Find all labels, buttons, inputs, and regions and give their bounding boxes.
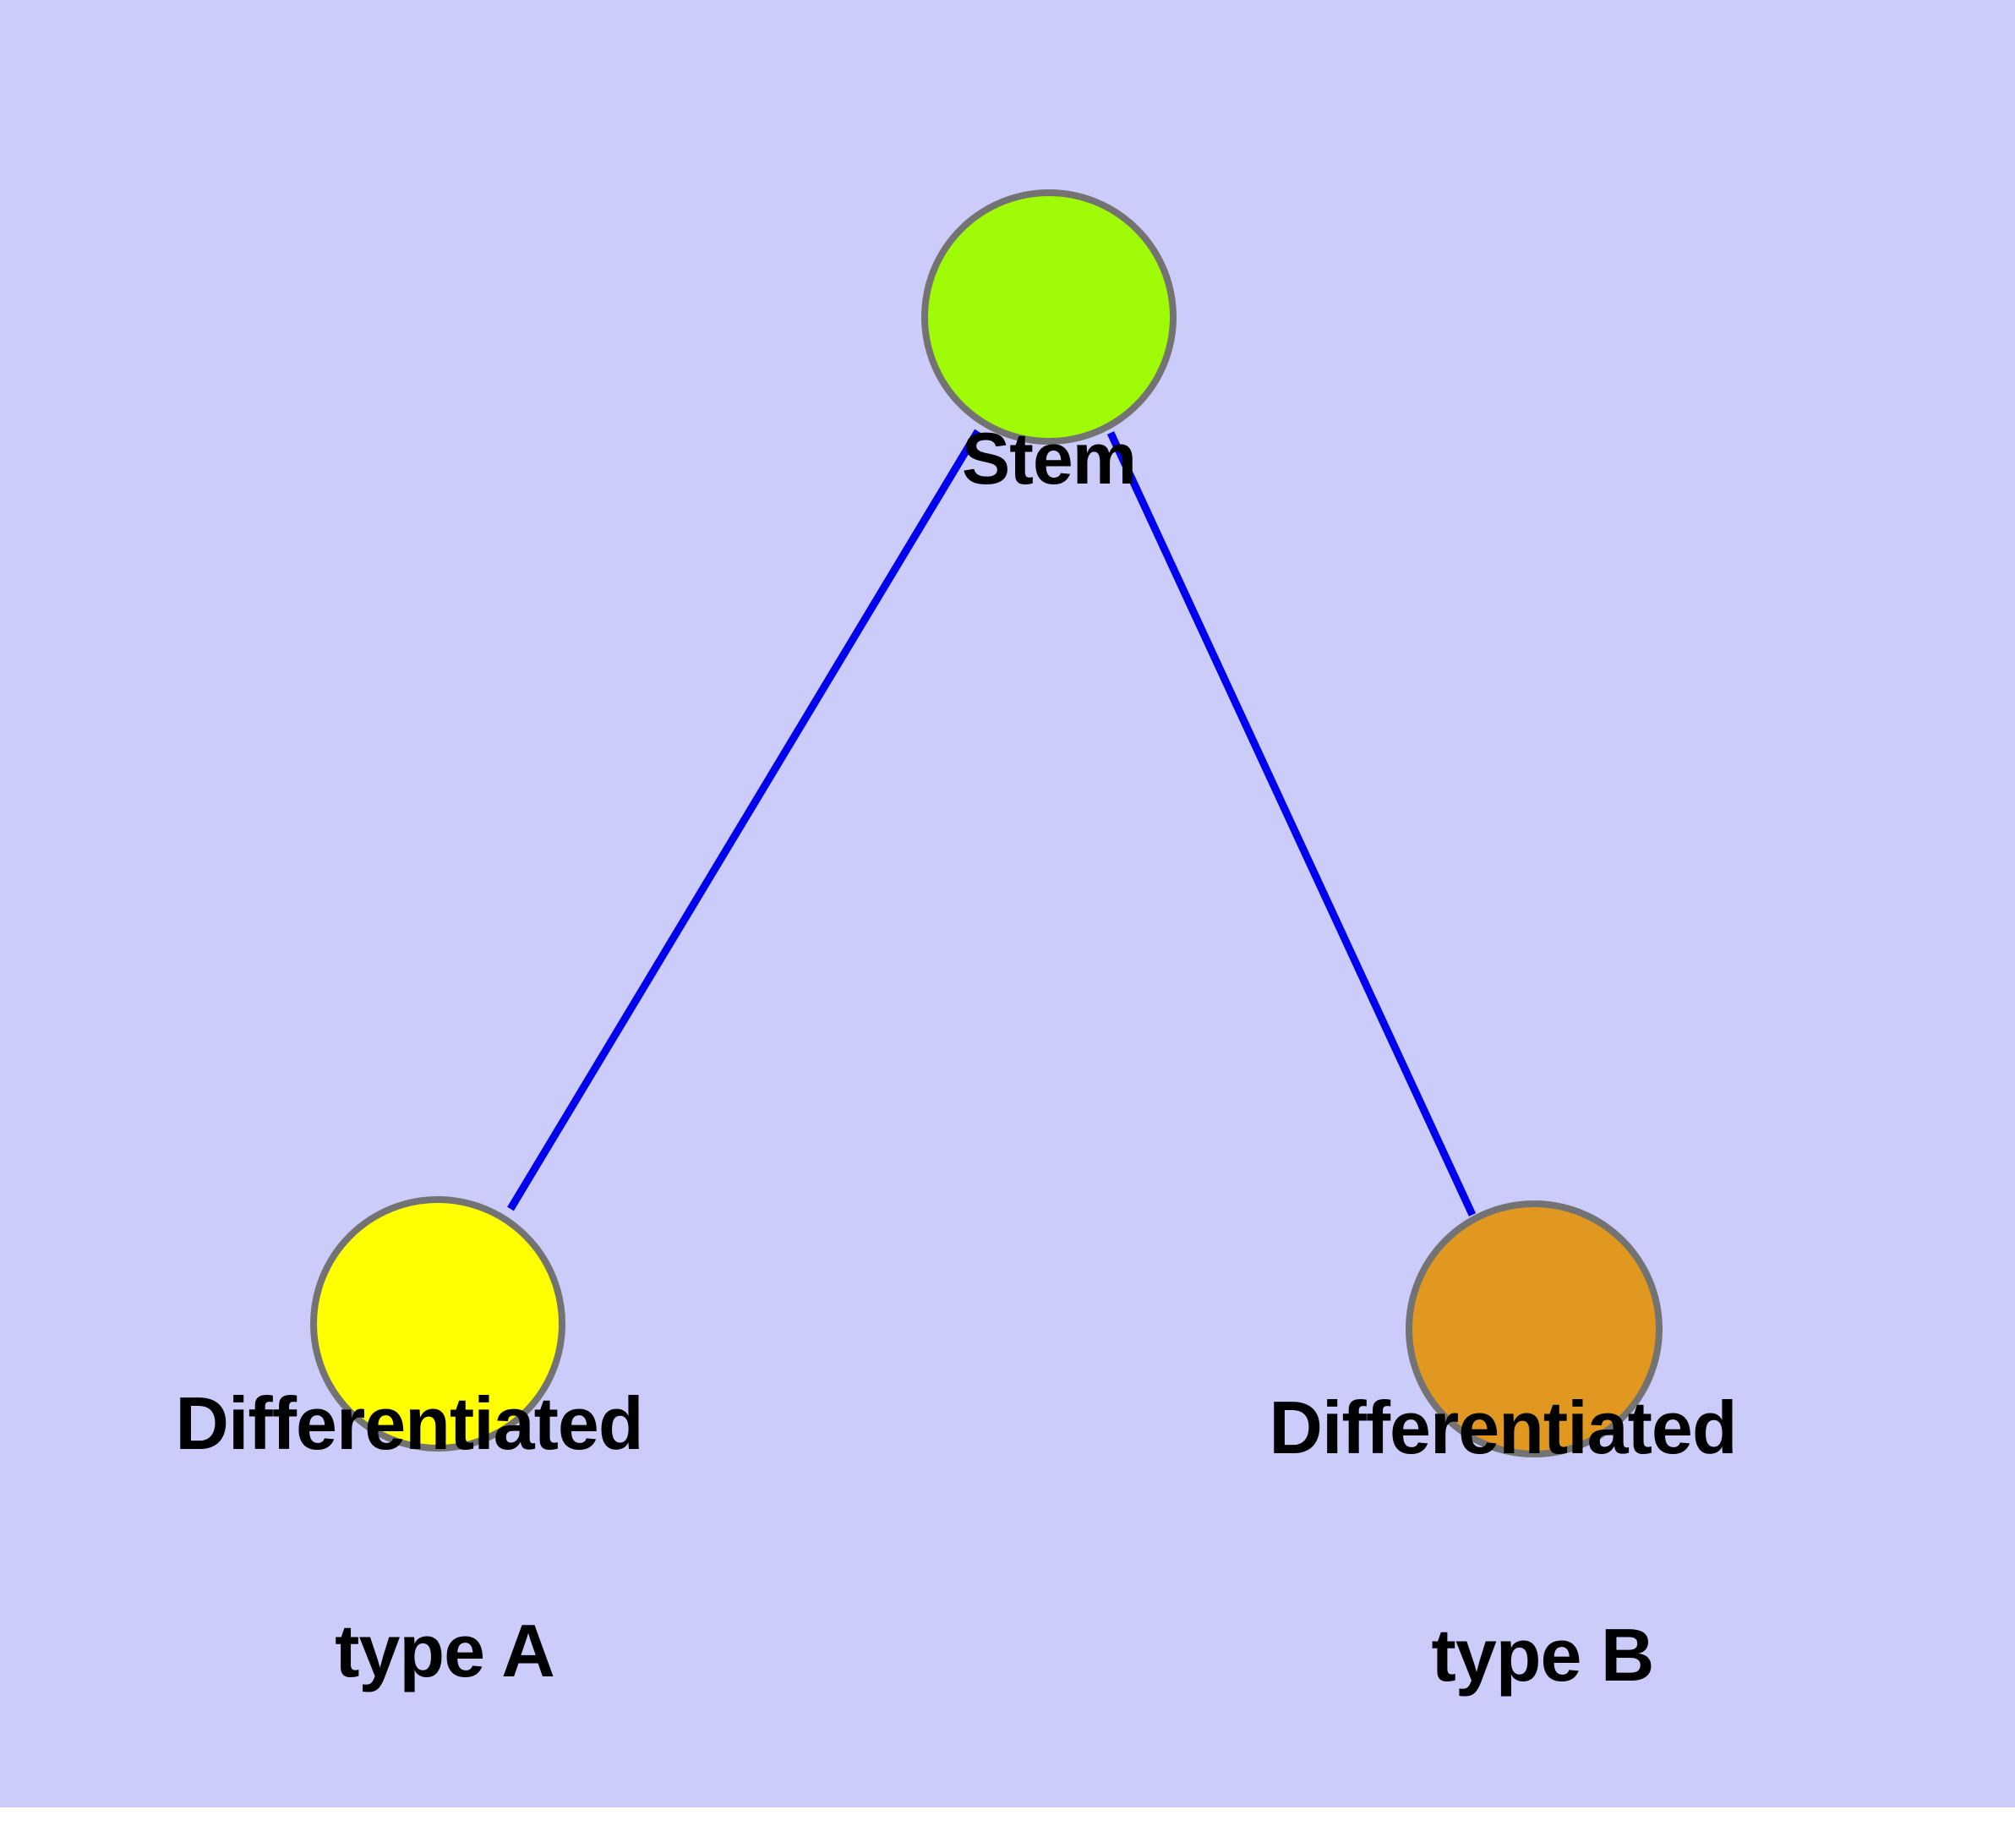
node-stem[interactable] <box>921 189 1177 445</box>
node-differentiated-type-a-label-line-1: Differentiated <box>175 1381 643 1465</box>
edge-stem-to-differentiated-type-a <box>507 429 981 1211</box>
node-differentiated-type-a-label: Differentiated type A <box>131 1233 723 1840</box>
node-differentiated-type-b-label: Differentiated type B <box>1226 1238 1817 1845</box>
edge-stem-to-differentiated-type-b <box>1106 431 1477 1217</box>
graph-edges-layer <box>507 429 1477 1217</box>
node-differentiated-type-b[interactable] <box>1406 1200 1663 1457</box>
node-differentiated-type-a[interactable] <box>310 1196 565 1452</box>
node-differentiated-type-a-label-line-2: type A <box>335 1608 555 1692</box>
node-stem-label: Stem <box>921 275 1177 646</box>
node-stem-label-line-1: Stem <box>961 418 1137 500</box>
diagram-canvas: Stem Differentiated type A Differentiate… <box>0 0 2015 1807</box>
node-differentiated-type-b-label-line-2: type B <box>1431 1612 1655 1697</box>
node-differentiated-type-b-label-line-1: Differentiated <box>1269 1385 1737 1469</box>
